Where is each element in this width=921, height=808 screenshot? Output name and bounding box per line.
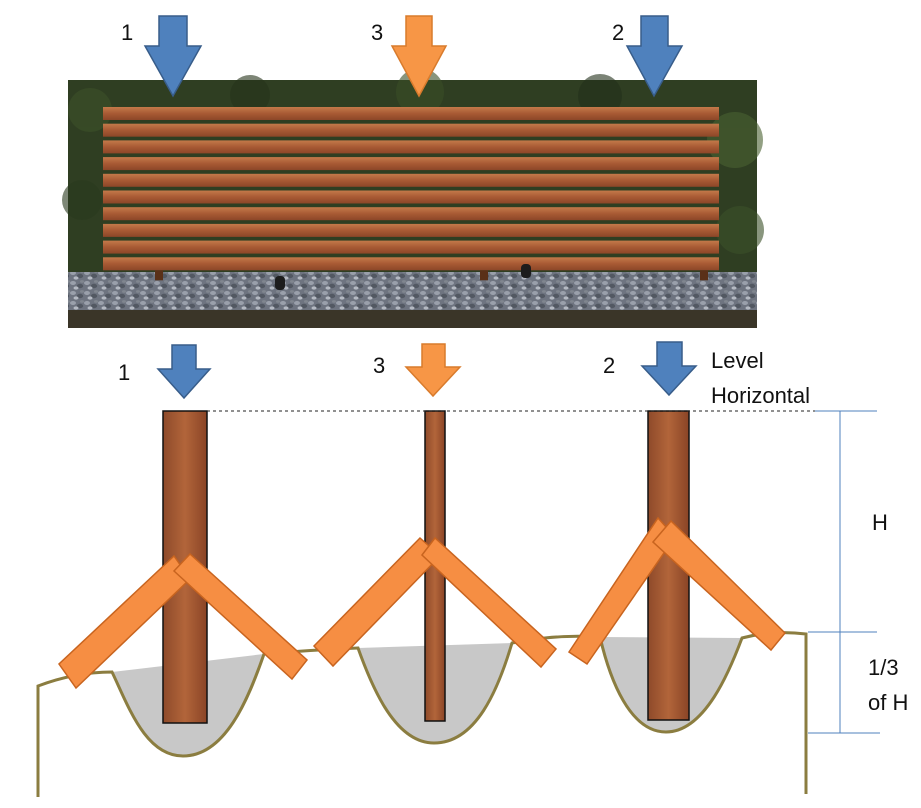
foliage-texture: [62, 68, 764, 254]
landscape-lights: [275, 264, 531, 290]
dimension-markers: [808, 410, 880, 734]
fence-board: [103, 107, 719, 120]
dim-h-label: H: [872, 510, 888, 535]
post-1-right-brace: [172, 552, 309, 681]
gravel-bed: [68, 272, 757, 310]
diagram-arrow-2-label: 2: [603, 353, 615, 378]
post-2-braces: [567, 516, 787, 666]
diagram-arrow-2: 2: [603, 341, 698, 397]
fence-board: [103, 257, 719, 271]
dim-of-h-label: of H: [868, 690, 908, 715]
fence-boards: [103, 107, 719, 281]
dim-one-third-label: 1/3: [868, 655, 899, 680]
diagram-arrow-1-label: 1: [118, 360, 130, 385]
photo-arrow-2-label: 2: [612, 20, 624, 45]
post-3-right-brace: [420, 536, 558, 669]
fence-board: [103, 207, 719, 221]
photo-arrow-1-label: 1: [121, 20, 133, 45]
fence-post-base: [155, 270, 163, 281]
post-2-right-brace: [651, 519, 787, 652]
level-label: Level: [711, 348, 764, 373]
fence-post-base: [700, 270, 708, 281]
fence-board: [103, 190, 719, 204]
diagram-arrow-1: 1: [118, 344, 212, 400]
fence-board: [103, 240, 719, 254]
post-1-braces: [58, 552, 309, 690]
fence-board: [103, 123, 719, 137]
fence-board: [103, 157, 719, 171]
horizontal-label: Horizontal: [711, 383, 810, 408]
fence-post-base: [480, 270, 488, 281]
fence-board: [103, 223, 719, 237]
fence-board: [103, 140, 719, 154]
post-3-braces: [312, 536, 558, 669]
photo-arrow-1: 1: [121, 15, 203, 98]
photo-arrow-3-label: 3: [371, 20, 383, 45]
diagram-arrow-3: 3: [373, 343, 462, 398]
photo-arrow-3: 3: [371, 15, 448, 98]
diagram-arrow-3-label: 3: [373, 353, 385, 378]
fence-board: [103, 173, 719, 187]
ground-profile-line: [36, 631, 808, 797]
photo-arrow-2: 2: [612, 15, 684, 98]
fence-photo: [62, 68, 764, 328]
